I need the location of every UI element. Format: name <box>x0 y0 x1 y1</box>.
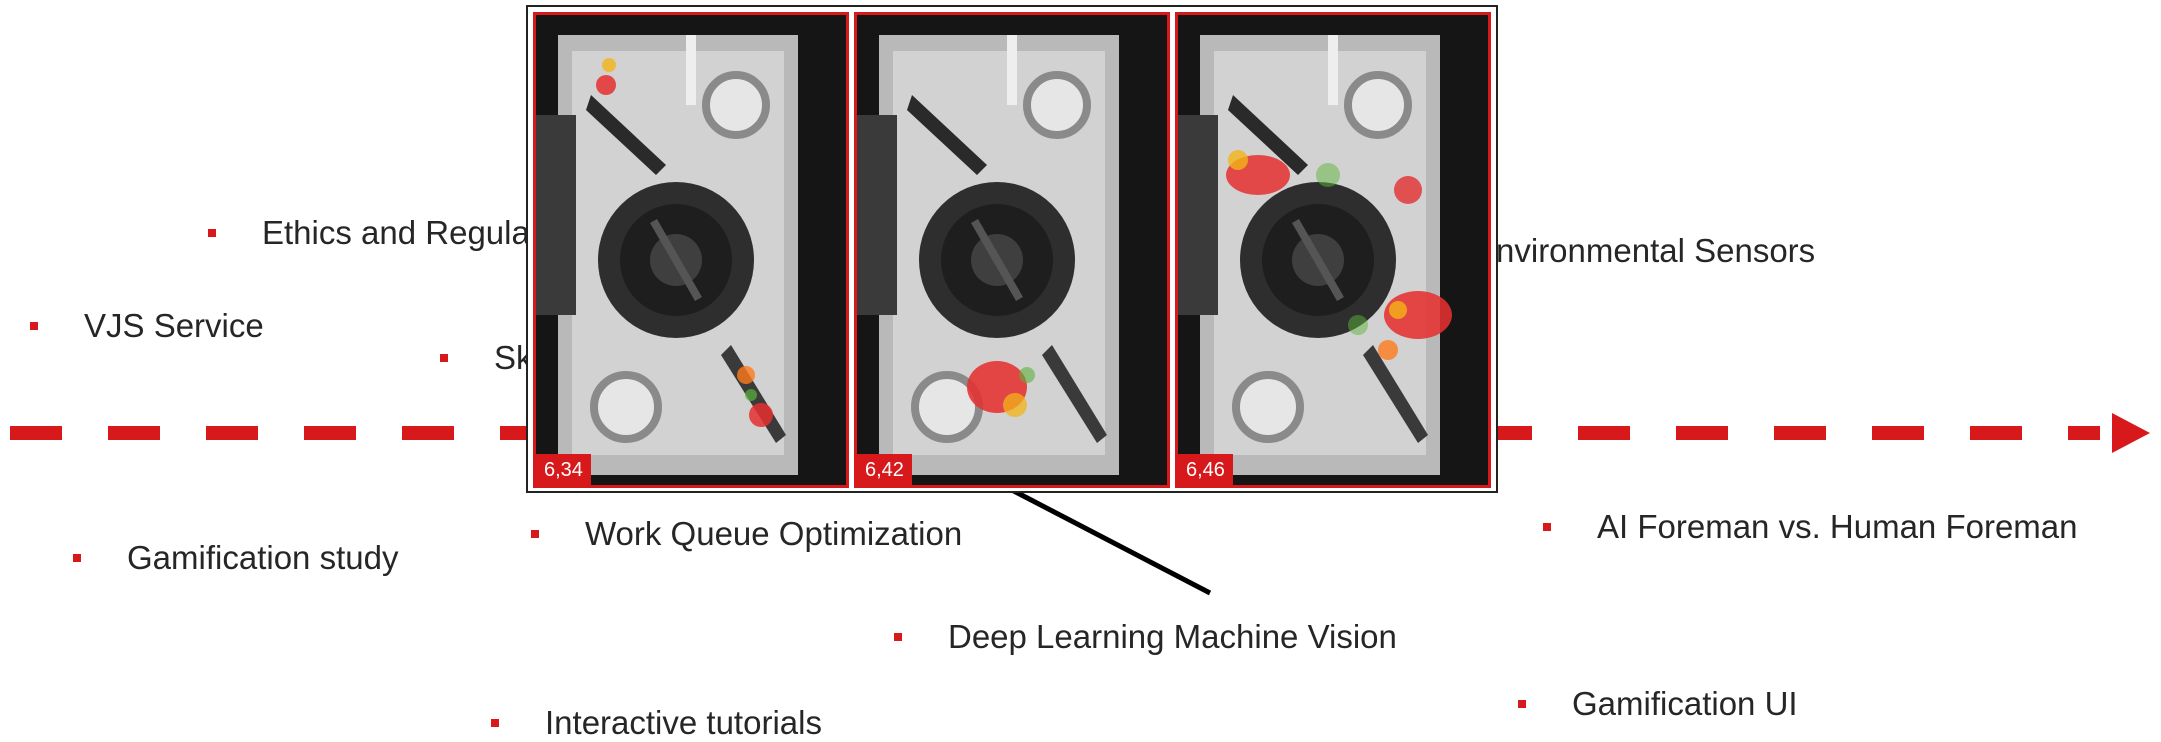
item-interactive-tutorials: Interactive tutorials <box>491 704 822 742</box>
bullet-icon <box>491 719 499 727</box>
bullet-icon <box>894 633 902 641</box>
item-ai-foreman: AI Foreman vs. Human Foreman <box>1543 508 2078 546</box>
callout-line <box>1008 486 1212 596</box>
inspection-frame-2: 6,42 <box>854 12 1170 488</box>
item-work-queue: Work Queue Optimization <box>531 515 962 553</box>
bullet-icon <box>73 554 81 562</box>
item-label: Interactive tutorials <box>545 704 822 741</box>
part-image <box>857 35 1119 475</box>
item-label: Work Queue Optimization <box>585 515 963 552</box>
item-vjs-service: VJS Service <box>30 307 264 345</box>
item-label: AI Foreman vs. Human Foreman <box>1597 508 2078 545</box>
item-gamification-ui: Gamification UI <box>1518 685 1798 723</box>
bullet-icon <box>1518 700 1526 708</box>
item-deep-learning: Deep Learning Machine Vision <box>894 618 1397 656</box>
arrow-head <box>2112 413 2150 453</box>
inspection-frame-1: 6,34 <box>533 12 849 488</box>
item-gamification-study: Gamification study <box>73 539 398 577</box>
item-label: Environmental Sensors <box>1474 232 1816 269</box>
item-label: Gamification study <box>127 539 399 576</box>
score-label: 6,42 <box>857 454 912 485</box>
machine-vision-panel: 6,34 6,42 <box>526 5 1498 493</box>
bullet-icon <box>30 322 38 330</box>
bullet-icon <box>440 354 448 362</box>
part-image <box>1178 35 1452 475</box>
bullet-icon <box>208 229 216 237</box>
item-environmental-sensors: Environmental Sensors <box>1420 232 1815 270</box>
score-label: 6,46 <box>1178 454 1233 485</box>
bullet-icon <box>531 530 539 538</box>
item-label: Gamification UI <box>1572 685 1798 722</box>
item-label: Deep Learning Machine Vision <box>948 618 1397 655</box>
part-image <box>536 35 798 475</box>
item-label: VJS Service <box>84 307 264 344</box>
bullet-icon <box>1543 523 1551 531</box>
score-label: 6,34 <box>536 454 591 485</box>
inspection-frame-3: 6,46 <box>1175 12 1491 488</box>
